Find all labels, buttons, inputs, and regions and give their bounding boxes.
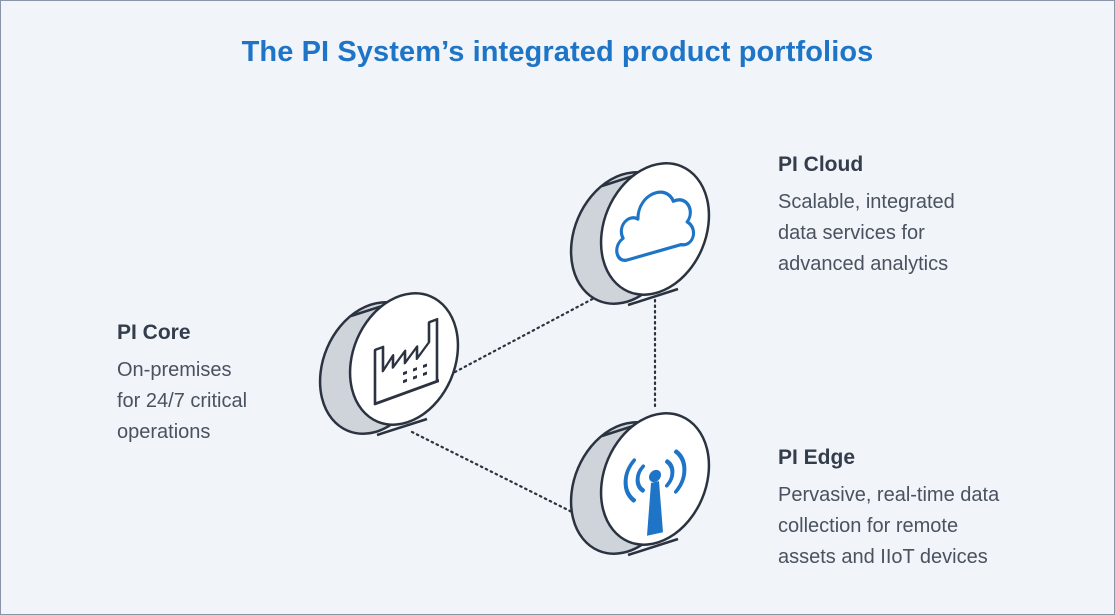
edge-description: Pervasive, real-time data collection for… (778, 484, 1000, 568)
connectors (410, 293, 657, 524)
cloud-name: PI Cloud (778, 153, 864, 176)
edge-label: PI Edge Pervasive, real-time data collec… (778, 446, 1078, 573)
cloud-label: PI Cloud Scalable, integrated data servi… (778, 153, 1038, 280)
cloud-icon (615, 190, 696, 262)
core-description: On-premises for 24/7 critical operations (117, 359, 248, 443)
connector-core-cloud (453, 293, 602, 374)
page-title: The PI System’s integrated product portf… (241, 36, 874, 68)
antenna-icon (623, 449, 687, 536)
cloud-disc (569, 162, 711, 307)
core-name: PI Core (117, 321, 191, 344)
connector-core-edge (410, 430, 594, 524)
factory-icon (373, 317, 439, 406)
cloud-description: Scalable, integrated data services for a… (778, 191, 955, 275)
cloud-disc-face (599, 162, 711, 296)
edge-name: PI Edge (778, 446, 856, 469)
core-label: PI Core On-premises for 24/7 critical op… (117, 321, 337, 448)
core-disc (318, 292, 460, 437)
edge-disc (569, 412, 711, 557)
